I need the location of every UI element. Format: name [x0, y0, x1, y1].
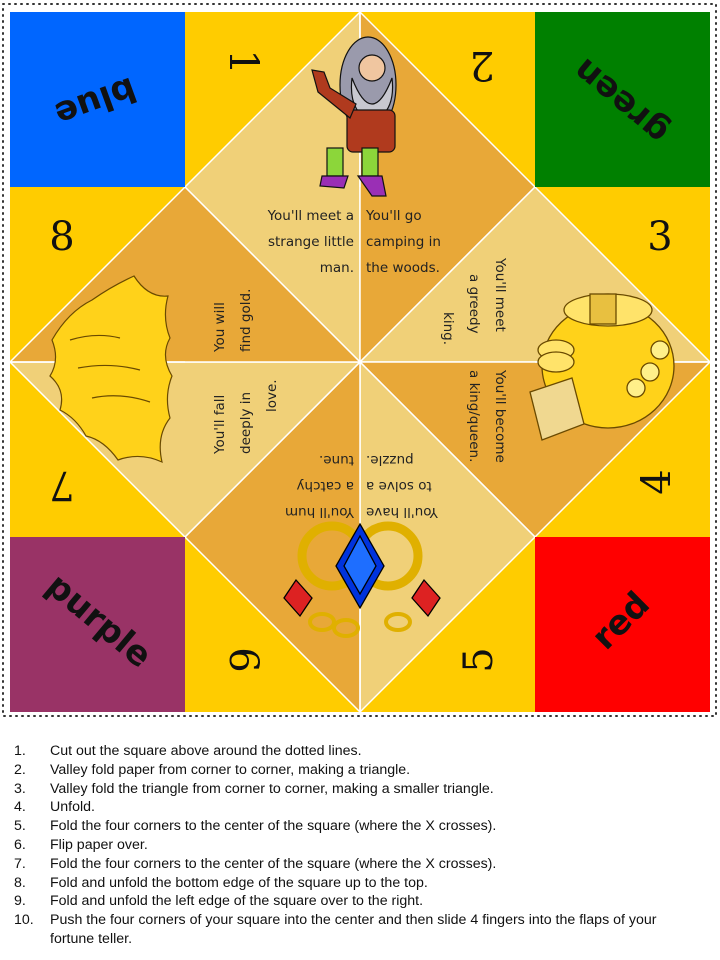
instruction-text: Fold the four corners to the center of t… — [50, 855, 497, 872]
number-6: 6 — [220, 647, 266, 672]
svg-text:deeply in: deeply in — [238, 392, 254, 454]
number-4: 4 — [634, 469, 680, 494]
fortune-gold: You will find gold. — [212, 289, 254, 353]
instruction-text: Valley fold the triangle from corner to … — [50, 780, 494, 797]
svg-text:a greedy: a greedy — [466, 274, 482, 334]
instruction-number: 9. — [14, 893, 26, 910]
instructions-list: 1. Cut out the square above around the do… — [14, 742, 704, 949]
instruction-step: 1. Cut out the square above around the do… — [14, 742, 704, 761]
instruction-step: 2. Valley fold paper from corner to corne… — [14, 761, 704, 780]
instruction-text: Fold and unfold the left edge of the squ… — [50, 893, 424, 910]
instruction-number: 10. — [14, 912, 34, 929]
number-1: 1 — [220, 49, 266, 74]
instruction-number: 6. — [14, 836, 26, 853]
fortune-king-queen: You'll become a king/queen. — [466, 369, 508, 463]
svg-text:puzzle.: puzzle. — [366, 452, 414, 468]
corner-purple — [10, 537, 185, 712]
svg-text:camping in: camping in — [366, 234, 441, 250]
corner-red — [535, 537, 710, 712]
instruction-number: 5. — [14, 818, 26, 835]
instruction-step: 10. Push the four corners of your square … — [14, 911, 704, 949]
svg-text:You'll become: You'll become — [492, 369, 508, 463]
instruction-number: 3. — [14, 780, 26, 797]
fortune-puzzle: You'll have to solve a puzzle. — [366, 452, 439, 520]
instruction-step: 5. Fold the four corners to the center of… — [14, 817, 704, 836]
svg-text:You'll have: You'll have — [366, 504, 439, 520]
fortune-greedy-king: You'll meet a greedy king. — [440, 257, 508, 345]
fortune-love: You'll fall deeply in love. — [212, 379, 280, 455]
fortune-camping: You'll go camping in the woods. — [365, 208, 441, 276]
svg-text:love.: love. — [264, 379, 280, 412]
instruction-number: 7. — [14, 855, 26, 872]
instruction-text: Valley fold paper from corner to corner,… — [50, 761, 411, 778]
instruction-number: 8. — [14, 874, 26, 891]
svg-text:find gold.: find gold. — [238, 289, 254, 352]
number-5: 5 — [456, 647, 502, 672]
cut-line — [2, 3, 717, 717]
instruction-step: 3. Valley fold the triangle from corner t… — [14, 780, 704, 799]
number-2: 2 — [469, 42, 494, 88]
instruction-number: 2. — [14, 761, 26, 778]
instruction-number: 4. — [14, 799, 26, 816]
instruction-text: Unfold. — [50, 799, 95, 816]
instruction-text: Cut out the square above around the dott… — [50, 743, 362, 759]
instruction-step: 9. Fold and unfold the left edge of the s… — [14, 892, 704, 911]
strange-little-man-illustration — [311, 36, 397, 197]
instruction-text: Push the four corners of your square int… — [50, 912, 657, 947]
instruction-step: 8. Fold and unfold the bottom edge of the… — [14, 874, 704, 893]
svg-text:You will: You will — [212, 302, 228, 353]
svg-text:man.: man. — [320, 260, 354, 276]
svg-text:You'll hum: You'll hum — [285, 504, 355, 520]
number-7: 7 — [49, 462, 74, 508]
instruction-step: 6. Flip paper over. — [14, 836, 704, 855]
fortune-teller-cutout: blue green purple red 1 2 3 4 5 6 7 8 Yo… — [2, 3, 717, 717]
svg-text:strange little: strange little — [268, 234, 354, 250]
instruction-step: 7. Fold the four corners to the center of… — [14, 855, 704, 874]
svg-text:You'll go: You'll go — [365, 208, 422, 224]
svg-text:You'll meet: You'll meet — [492, 257, 508, 332]
rings-and-gem-illustration — [283, 521, 441, 638]
pot-of-gold-illustration — [529, 293, 675, 441]
svg-text:king.: king. — [440, 312, 456, 345]
number-8: 8 — [49, 214, 74, 260]
instruction-step: 4. Unfold. — [14, 798, 704, 817]
fortune-strange-man: You'll meet a strange little man. — [267, 208, 354, 276]
fortune-tune: You'll hum a catchy tune. — [285, 452, 355, 520]
instruction-text: Flip paper over. — [50, 836, 148, 853]
svg-text:You'll meet a: You'll meet a — [267, 208, 354, 224]
corner-green — [535, 12, 710, 187]
svg-text:to solve a: to solve a — [366, 478, 432, 494]
instruction-text: Fold the four corners to the center of t… — [50, 818, 497, 835]
number-3: 3 — [647, 214, 672, 260]
haystack-illustration — [49, 275, 173, 464]
svg-text:the woods.: the woods. — [366, 260, 440, 276]
instruction-number: 1. — [14, 743, 26, 759]
svg-text:a catchy: a catchy — [296, 478, 354, 494]
svg-text:You'll fall: You'll fall — [212, 395, 228, 455]
corner-blue — [10, 12, 185, 187]
svg-text:a king/queen.: a king/queen. — [466, 370, 482, 462]
instruction-text: Fold and unfold the bottom edge of the s… — [50, 874, 428, 891]
svg-text:tune.: tune. — [319, 452, 354, 468]
